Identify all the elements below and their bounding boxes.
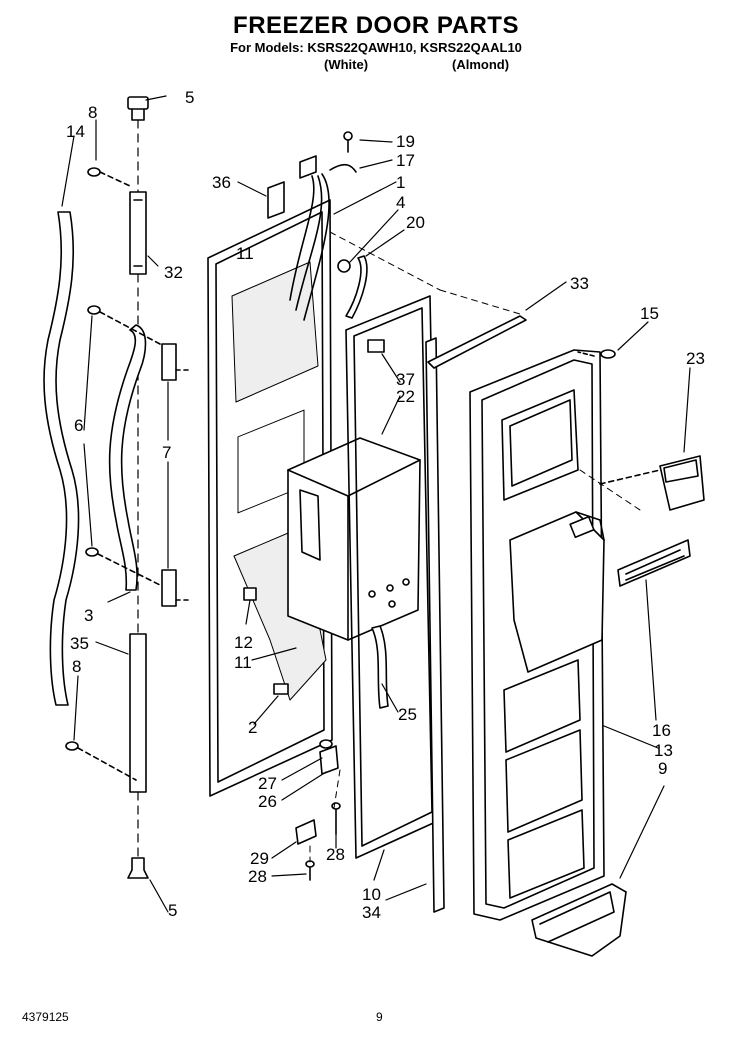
part-20-tube [345, 255, 368, 319]
part-8-lower-screw [65, 741, 137, 781]
part-17-wire-harness [289, 155, 357, 321]
label-13: 13 [654, 741, 673, 760]
part-14-handle-trim [43, 211, 80, 706]
label-36: 36 [212, 173, 231, 192]
label-5-bottom: 5 [168, 901, 177, 920]
label-7: 7 [162, 443, 171, 462]
label-6: 6 [74, 416, 83, 435]
part-8-upper-screw [87, 167, 131, 187]
label-11-lower: 11 [234, 653, 252, 672]
models-line: For Models: KSRS22QAWH10, KSRS22QAAL10 [230, 40, 522, 55]
part-3-handle [108, 324, 147, 591]
label-34: 34 [362, 903, 381, 922]
part-23-dispenser-cup [599, 455, 705, 511]
part-7-upper-clip [161, 343, 177, 381]
part-25-tube [371, 625, 389, 709]
label-2: 2 [248, 718, 257, 737]
label-32: 32 [164, 263, 183, 282]
part-13-inner-liner [469, 349, 605, 921]
label-23: 23 [686, 349, 705, 368]
part-19-screw [343, 131, 353, 153]
part-15-screw [577, 349, 616, 359]
label-20: 20 [406, 213, 425, 232]
part-12-clip [243, 587, 257, 601]
part-7-lower-clip [161, 569, 177, 607]
part-29-bracket [295, 819, 317, 845]
part-4-grommet [337, 259, 351, 273]
label-19: 19 [396, 132, 415, 151]
label-8-top: 8 [88, 103, 97, 122]
label-11-upper: 11 [236, 244, 254, 263]
label-29: 29 [250, 849, 269, 868]
color-almond: (Almond) [452, 57, 510, 72]
label-33: 33 [570, 274, 589, 293]
part-16-vent-grille [617, 539, 691, 587]
label-15: 15 [640, 304, 659, 323]
label-25: 25 [398, 705, 417, 724]
part-28-lower-screw [305, 860, 315, 881]
label-28-upper: 28 [326, 845, 345, 864]
label-10: 10 [362, 885, 381, 904]
part-32-handle-bracket [129, 191, 147, 275]
part-5-bottom-hinge-cap [127, 857, 149, 879]
part-35-lower-bracket [129, 633, 147, 793]
label-37: 37 [396, 370, 415, 389]
part-37-clip [367, 339, 385, 353]
label-17: 17 [396, 151, 415, 170]
part-22-chute-housing [287, 437, 421, 641]
label-5-top: 5 [185, 88, 194, 107]
part-33-top-trim [427, 315, 527, 369]
label-12: 12 [234, 633, 253, 652]
color-white: (White) [324, 57, 369, 72]
part-28-upper-screw [331, 802, 341, 835]
label-26: 26 [258, 792, 277, 811]
label-1: 1 [396, 173, 405, 192]
label-16: 16 [652, 721, 671, 740]
page-title: FREEZER DOOR PARTS [233, 12, 519, 39]
label-8-bottom: 8 [72, 657, 81, 676]
label-28-lower: 28 [248, 867, 267, 886]
part-34-trim-strip [425, 337, 445, 913]
label-3: 3 [84, 606, 93, 625]
part-labels: 5 8 14 32 6 7 3 35 8 5 36 11 19 17 1 4 2… [66, 88, 705, 922]
part-6-lower-screw [85, 547, 163, 587]
label-22: 22 [396, 387, 415, 406]
label-4: 4 [396, 193, 405, 212]
part-9-door-bin [531, 883, 627, 957]
page-number: 9 [376, 1010, 383, 1024]
part-6-upper-screw [87, 305, 161, 345]
part-5-top-hinge-cap [127, 96, 149, 121]
label-9: 9 [658, 759, 667, 778]
label-14: 14 [66, 122, 85, 141]
doc-number: 4379125 [22, 1010, 69, 1024]
label-27: 27 [258, 774, 277, 793]
part-26-27-hinge-pin [319, 739, 339, 775]
part-2-clip [273, 683, 289, 695]
label-35: 35 [70, 634, 89, 653]
